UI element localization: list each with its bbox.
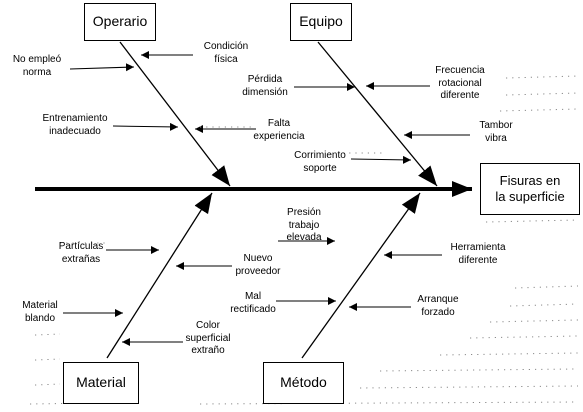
category-operario: Operario <box>84 3 156 41</box>
cause-nuevo-proveedor: Nuevo proveedor <box>235 253 281 277</box>
bone-material <box>106 192 213 359</box>
cause-herramienta-diferente: Herramienta diferente <box>450 242 506 266</box>
bone-operario <box>119 41 231 187</box>
cause-perdida-dimension: Pérdida dimensión <box>242 74 288 98</box>
cause-particulas-extranas: Partículas extrañas <box>58 241 104 265</box>
cause-color-superficial: Color superficial extraño <box>185 320 231 356</box>
cause-arrow-entrenamiento <box>112 122 179 131</box>
cause-material-blando: Material blando <box>22 300 58 324</box>
cause-falta-experiencia: Falta experiencia <box>253 118 305 142</box>
cause-tambor-vibra: Tambor vibra <box>479 120 513 144</box>
cause-mal-rectificado: Mal rectificado <box>230 291 276 315</box>
cause-arranque-forzado: Arranque forzado <box>417 294 459 318</box>
cause-frecuencia-rotacional: Frecuencia rotacional diferente <box>435 65 485 101</box>
category-metodo: Método <box>263 362 344 404</box>
category-equipo: Equipo <box>290 3 352 41</box>
cause-arrow-no-empleo-norma <box>69 63 135 72</box>
cause-condicion-fisica: Condición física <box>203 41 249 65</box>
cause-entrenamiento-inadecuado: Entrenamiento inadecuado <box>42 113 108 137</box>
cause-corrimiento-soporte: Corrimiento soporte <box>294 150 346 174</box>
bone-metodo <box>301 192 421 359</box>
cause-presion-trabajo: Presión trabajo elevada <box>286 207 322 243</box>
category-material: Material <box>63 362 139 404</box>
cause-arrow-corrimiento <box>350 155 412 164</box>
cause-no-empleo-norma: No empleó norma <box>12 54 62 78</box>
effect-box: Fisuras en la superficie <box>480 163 580 215</box>
bone-equipo <box>317 41 438 187</box>
